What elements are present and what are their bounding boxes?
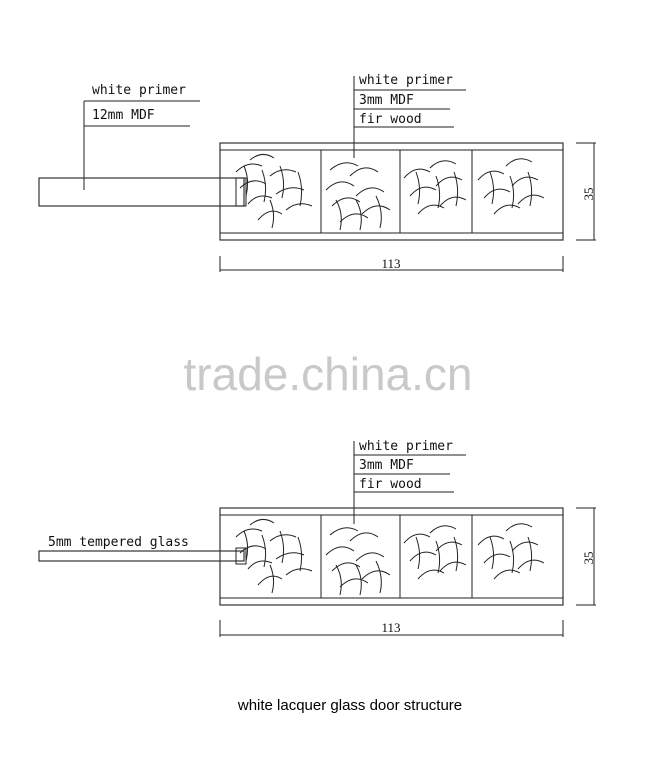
figure-caption: white lacquer glass door structure [237, 697, 462, 714]
bottom-left-label-tempered-glass: 5mm tempered glass [48, 535, 189, 550]
top-width-dimension: 113 [381, 256, 400, 271]
bottom-fir-wood-hatch [235, 519, 545, 596]
top-frame-profile [219, 142, 564, 241]
top-inserted-mdf-panel [38, 177, 245, 207]
bottom-stack-label-fir-wood: fir wood [359, 477, 422, 492]
bottom-tempered-glass-panel [38, 550, 245, 562]
top-stack-label-fir-wood: fir wood [359, 112, 422, 127]
bottom-width-dimension: 113 [381, 620, 400, 635]
top-left-label-12mm-mdf: 12mm MDF [92, 108, 155, 123]
bottom-height-dimension: 35 [581, 552, 596, 565]
top-section-diagram: white primer 12mm MDF white primer 3mm M… [38, 73, 596, 272]
bottom-section-diagram: white primer 3mm MDF fir wood 5mm temper… [38, 439, 596, 637]
watermark-text: trade.china.cn [184, 348, 473, 400]
bottom-frame-profile [219, 507, 564, 606]
top-left-label-white-primer: white primer [92, 83, 186, 98]
top-stack-label-3mm-mdf: 3mm MDF [359, 93, 414, 108]
top-height-dimension: 35 [581, 188, 596, 201]
bottom-stack-label-3mm-mdf: 3mm MDF [359, 458, 414, 473]
bottom-stack-label-white-primer: white primer [359, 439, 453, 454]
top-fir-wood-hatch [235, 154, 545, 231]
top-stack-label-white-primer: white primer [359, 73, 453, 88]
